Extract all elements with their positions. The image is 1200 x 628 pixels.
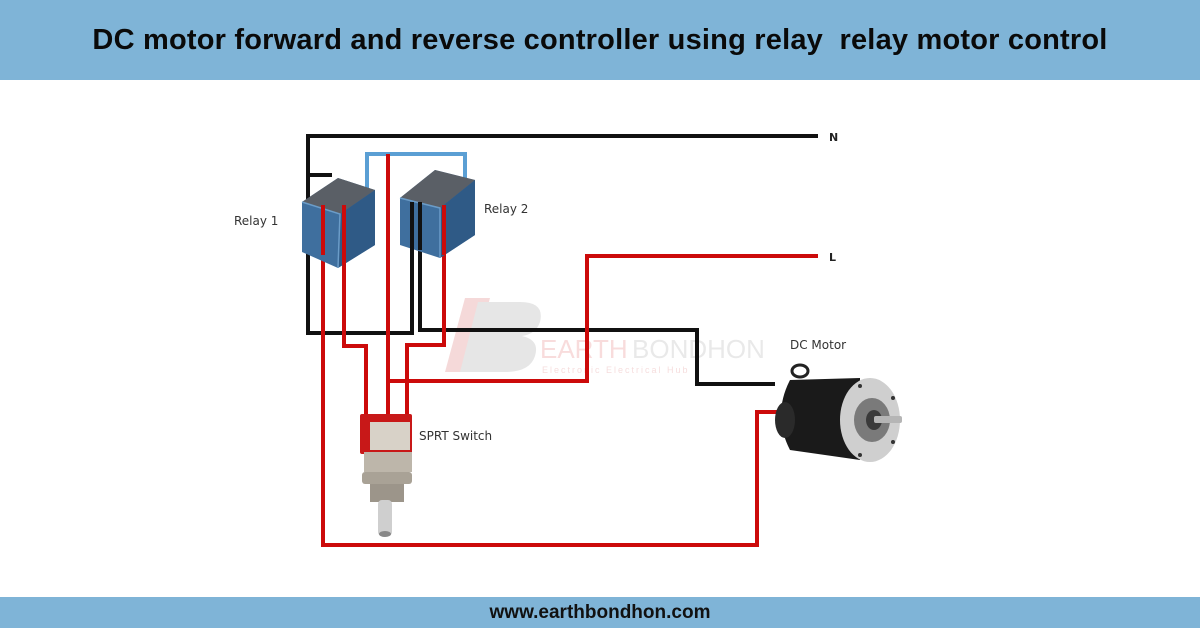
- switch-label: SPRT Switch: [419, 429, 492, 443]
- neutral-main-wire: [306, 134, 818, 335]
- dc-motor: [775, 363, 902, 462]
- line-terminal-label: L: [829, 251, 836, 264]
- line-main-wire: [388, 254, 818, 383]
- title-banner: DC motor forward and reverse controller …: [0, 0, 1200, 80]
- sprt-switch: [360, 414, 412, 537]
- dc-motor-label: DC Motor: [790, 338, 846, 352]
- neutral-motor-wire: [418, 205, 775, 386]
- coil-link-wire: [365, 152, 467, 200]
- line-wires: [321, 154, 818, 547]
- watermark: EARTH BONDHON Electronic Electrical Hub: [445, 298, 765, 375]
- relay-2: [399, 170, 475, 258]
- relay-1-label: Relay 1: [234, 214, 278, 228]
- watermark-logo-icon: [445, 298, 541, 372]
- motor-return-wire: [321, 205, 780, 547]
- relay-2-label: Relay 2: [484, 202, 528, 216]
- page-title: DC motor forward and reverse controller …: [92, 23, 1108, 56]
- watermark-brand-part1: EARTH: [540, 334, 628, 364]
- neutral-terminal-label: N: [829, 131, 838, 144]
- wiring-diagram: EARTH BONDHON Electronic Electrical Hub: [234, 131, 902, 547]
- relay1-to-switch-wire: [342, 205, 368, 418]
- website-url: www.earthbondhon.com: [489, 601, 711, 623]
- relay2-to-switch-wire: [405, 205, 446, 418]
- neutral-wires: [306, 134, 818, 386]
- relay-1: [301, 178, 375, 269]
- footer-banner: www.earthbondhon.com: [0, 597, 1200, 628]
- watermark-tagline: Electronic Electrical Hub: [542, 365, 690, 375]
